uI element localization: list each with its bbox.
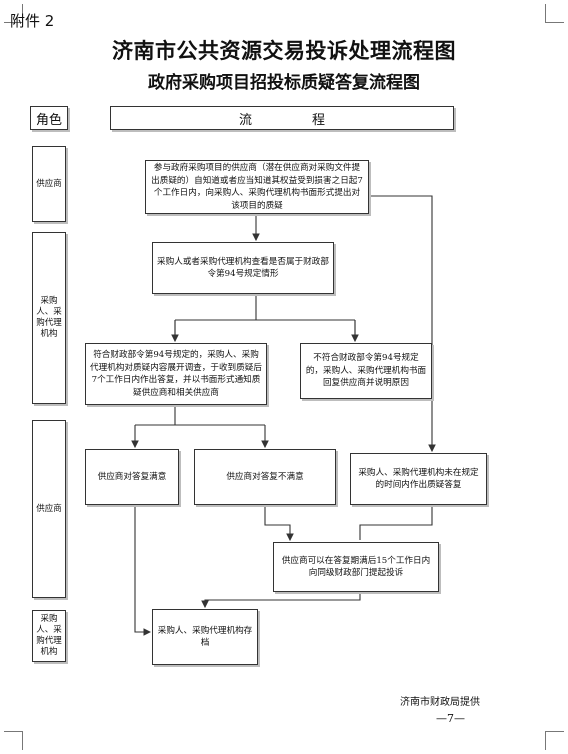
step-archive: 采购人、采购代理机构存档	[152, 609, 258, 665]
role-header: 角色	[30, 106, 68, 130]
source-note: 济南市财政局提供	[400, 697, 480, 708]
step-check-regulation-94: 采购人或者采购代理机构查看是否属于财政部令第94号规定情形	[152, 242, 334, 294]
crop-mark-bottom-right	[545, 731, 564, 750]
role-purchaser-2: 采购人、采购代理机构	[32, 610, 66, 662]
step-noncompliant-written-reply: 不符合财政部令第94号规定的，采购人、采购代理机构书面回复供应商并说明原因	[300, 343, 432, 399]
main-title: 济南市公共资源交易投诉处理流程图	[112, 39, 456, 63]
sub-title: 政府采购项目招投标质疑答复流程图	[148, 73, 420, 93]
step-supplier-not-satisfied: 供应商对答复不满意	[194, 449, 336, 505]
step-supplier-raises-query: 参与政府采购项目的供应商（潜在供应商对采购文件提出质疑的）自知道或者应当知道其权…	[145, 160, 369, 214]
step-compliant-investigate-reply: 符合财政部令第94号规定的，采购人、采购代理机构对质疑内容展开调查，于收到质疑后…	[85, 343, 267, 405]
crop-mark-top-left	[4, 4, 23, 23]
step-file-complaint: 供应商可以在答复期满后15个工作日内向同级财政部门提起投诉	[273, 542, 439, 592]
attachment-label: 附件 2	[10, 12, 55, 30]
role-supplier-1: 供应商	[32, 146, 66, 222]
role-purchaser-1: 采购人、采购代理机构	[32, 232, 66, 404]
crop-mark-bottom-left	[4, 731, 23, 750]
role-purchaser-1-label: 采购人、采购代理机构	[36, 296, 62, 339]
page-number: —7—	[436, 712, 465, 725]
role-supplier-2: 供应商	[32, 420, 66, 598]
flow-header: 流程	[110, 106, 454, 130]
role-purchaser-2-label: 采购人、采购代理机构	[36, 614, 62, 657]
crop-mark-top-right	[545, 4, 564, 23]
step-no-reply-in-time: 采购人、采购代理机构未在规定的时间内作出质疑答复	[350, 453, 487, 505]
step-supplier-satisfied: 供应商对答复满意	[85, 449, 179, 505]
